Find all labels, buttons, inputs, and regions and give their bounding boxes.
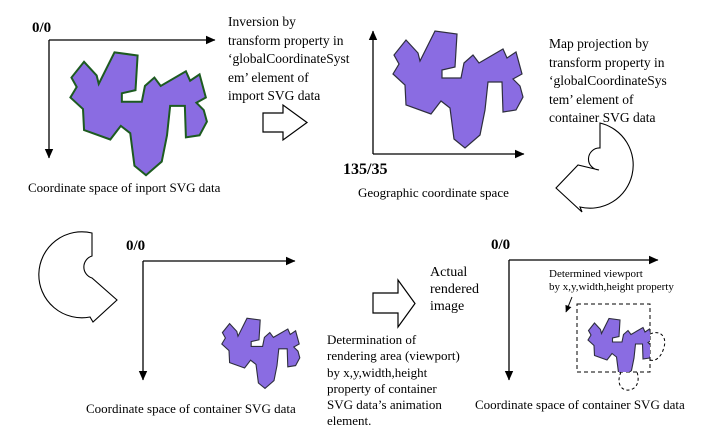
clipped-overflow-bottom-outline [618,371,639,391]
origin-label-rendered: 0/0 [491,237,511,253]
origin-label-geographic: 135/35 [343,161,388,178]
viewport-note: Determined viewport by x,y,width,height … [549,268,674,293]
map-shape-container [221,317,301,389]
origin-label-import: 0/0 [32,20,52,36]
container-axes [138,256,296,381]
curved-arrow-down-right-icon [38,231,118,323]
map-shape-rendered [587,318,650,372]
viewport-rect [576,303,651,373]
origin-label-container: 0/0 [126,238,146,254]
step-note-actual-rendered: Actual rendered image [430,265,479,314]
step-note-inversion: Inversion by transform property in ‘glob… [228,14,350,103]
block-arrow-right-icon [262,103,309,142]
step-note-determination: Determination of rendering area (viewpor… [327,332,460,429]
curved-arrow-down-left-icon [555,122,634,213]
clipped-overflow-right-outline [649,332,666,361]
import-axes [44,35,216,159]
caption-container-space: Coordinate space of container SVG data [86,401,296,416]
map-shape-geographic [392,30,524,149]
caption-import-space: Coordinate space of inport SVG data [28,180,221,195]
geographic-axes [368,30,525,159]
map-shape-import [69,51,208,177]
block-arrow-right-icon [372,278,416,329]
annotation-arrow-icon [565,296,573,313]
step-note-map-projection: Map projection by transform property in … [549,36,667,125]
caption-rendered-space: Coordinate space of container SVG data [475,397,685,412]
caption-geographic-space: Geographic coordinate space [358,185,509,200]
rendered-axes [504,255,659,381]
